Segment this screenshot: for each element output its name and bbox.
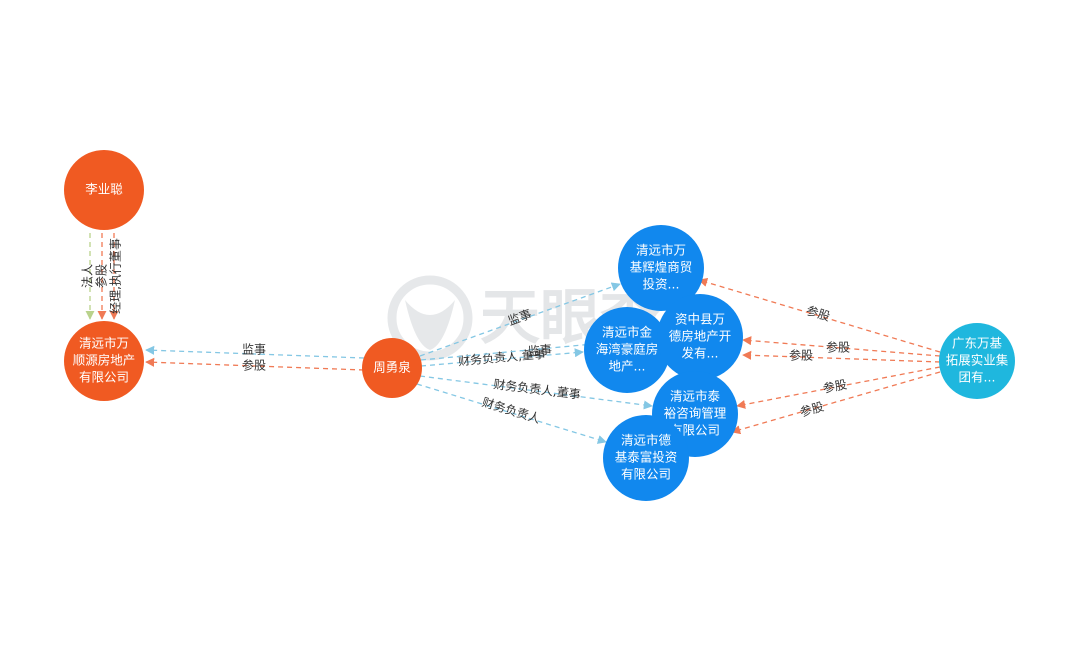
node-label-line: 清远市金: [602, 325, 653, 340]
edge-label: 参股: [805, 302, 832, 323]
node-circle[interactable]: [584, 307, 670, 393]
node-label-line: 基辉煌商贸: [630, 260, 693, 275]
node-label-line: 基泰富投资: [615, 450, 678, 465]
edge-label: 参股: [789, 348, 813, 363]
node-li[interactable]: 李业聪: [64, 150, 144, 230]
edge-line[interactable]: [736, 366, 941, 409]
node-jinhaiwan[interactable]: 清远市金海湾豪庭房地产...: [584, 307, 670, 393]
edge-zhou-to-shunyuan[interactable]: 参股: [145, 357, 365, 373]
tianyancha-logo-icon: [387, 275, 473, 361]
edge-guangdong-to-wande[interactable]: 参股: [742, 336, 941, 357]
nodes-layer: 李业聪清远市万顺源房地产有限公司周勇泉清远市万基辉煌商贸投资...清远市金海湾豪…: [64, 150, 1015, 501]
edge-zhou-to-shunyuan[interactable]: 监事: [145, 343, 365, 359]
edge-guangdong-to-huihuang[interactable]: 参股: [698, 277, 941, 353]
edge-label: 监事: [527, 342, 552, 358]
node-circle[interactable]: [64, 150, 144, 230]
edge-guangdong-to-taiyu[interactable]: 参股: [731, 371, 941, 435]
node-label-line: 拓展实业集: [946, 353, 1009, 368]
node-label-line: 海湾豪庭房: [596, 342, 659, 357]
node-label-line: 裕咨询管理: [664, 406, 727, 421]
node-circle[interactable]: [64, 321, 144, 401]
node-huihuang[interactable]: 清远市万基辉煌商贸投资...: [618, 225, 704, 311]
node-label-line: 清远市泰: [670, 389, 721, 404]
edge-label: 法人: [81, 264, 95, 288]
edge-guangdong-to-taiyu[interactable]: 参股: [736, 366, 941, 409]
edge-line[interactable]: [416, 383, 607, 444]
edge-line[interactable]: [145, 345, 365, 359]
node-label-line: 清远市德: [621, 433, 672, 448]
node-label-line: 顺源房地产: [73, 353, 136, 368]
edge-line[interactable]: [742, 350, 941, 363]
node-label-line: 清远市万: [636, 243, 686, 258]
edge-line[interactable]: [420, 348, 584, 367]
node-label-line: 有限公司: [79, 370, 129, 385]
node-label-line: 李业聪: [85, 182, 123, 197]
node-circle[interactable]: [618, 225, 704, 311]
node-label-line: 发有...: [682, 346, 719, 361]
node-label-line: 有限公司: [621, 467, 671, 482]
node-label-line: 投资...: [643, 277, 680, 292]
node-wande[interactable]: 资中县万德房地产开发有...: [657, 294, 743, 380]
node-circle[interactable]: [603, 415, 689, 501]
edge-line[interactable]: [731, 371, 941, 435]
edge-label: 参股: [798, 399, 825, 420]
edge-line[interactable]: [698, 277, 941, 353]
node-circle[interactable]: [362, 338, 422, 398]
edge-li-to-shunyuan[interactable]: 参股: [94, 233, 109, 320]
node-guangdong[interactable]: 广东万基拓展实业集团有...: [939, 323, 1015, 399]
node-label-line: 清远市万: [79, 336, 129, 351]
node-label-line: 广东万基: [952, 336, 1003, 351]
edge-guangdong-to-wande[interactable]: 参股: [742, 348, 941, 363]
edges-layer: 法人参股经理,执行董事监事参股监事财务负责人,董事监事财务负责人,董事财务负责人…: [81, 233, 941, 444]
node-label-line: 周勇泉: [373, 360, 411, 375]
edge-li-to-shunyuan[interactable]: 法人: [81, 233, 95, 320]
edge-line[interactable]: [742, 336, 941, 357]
node-circle[interactable]: [939, 323, 1015, 399]
node-label-line: 德房地产开: [669, 329, 732, 344]
node-label-line: 有限公司: [670, 423, 720, 438]
edge-line[interactable]: [145, 357, 365, 371]
edge-li-to-shunyuan[interactable]: 经理,执行董事: [109, 233, 123, 320]
edge-label: 经理,执行董事: [109, 238, 123, 314]
edge-label: 参股: [826, 340, 850, 355]
node-circle[interactable]: [657, 294, 743, 380]
edge-label: 监事: [242, 343, 266, 357]
edge-label: 财务负责人,董事: [493, 376, 582, 402]
node-zhou[interactable]: 周勇泉: [362, 338, 422, 398]
edge-label: 参股: [94, 264, 109, 288]
node-label-line: 资中县万: [675, 312, 725, 327]
node-label-line: 团有...: [959, 370, 996, 385]
edge-label: 参股: [822, 376, 848, 395]
edge-label: 参股: [242, 358, 266, 373]
edge-label: 财务负责人: [480, 394, 542, 426]
edge-line[interactable]: [419, 375, 653, 410]
node-label-line: 地产...: [609, 359, 646, 374]
